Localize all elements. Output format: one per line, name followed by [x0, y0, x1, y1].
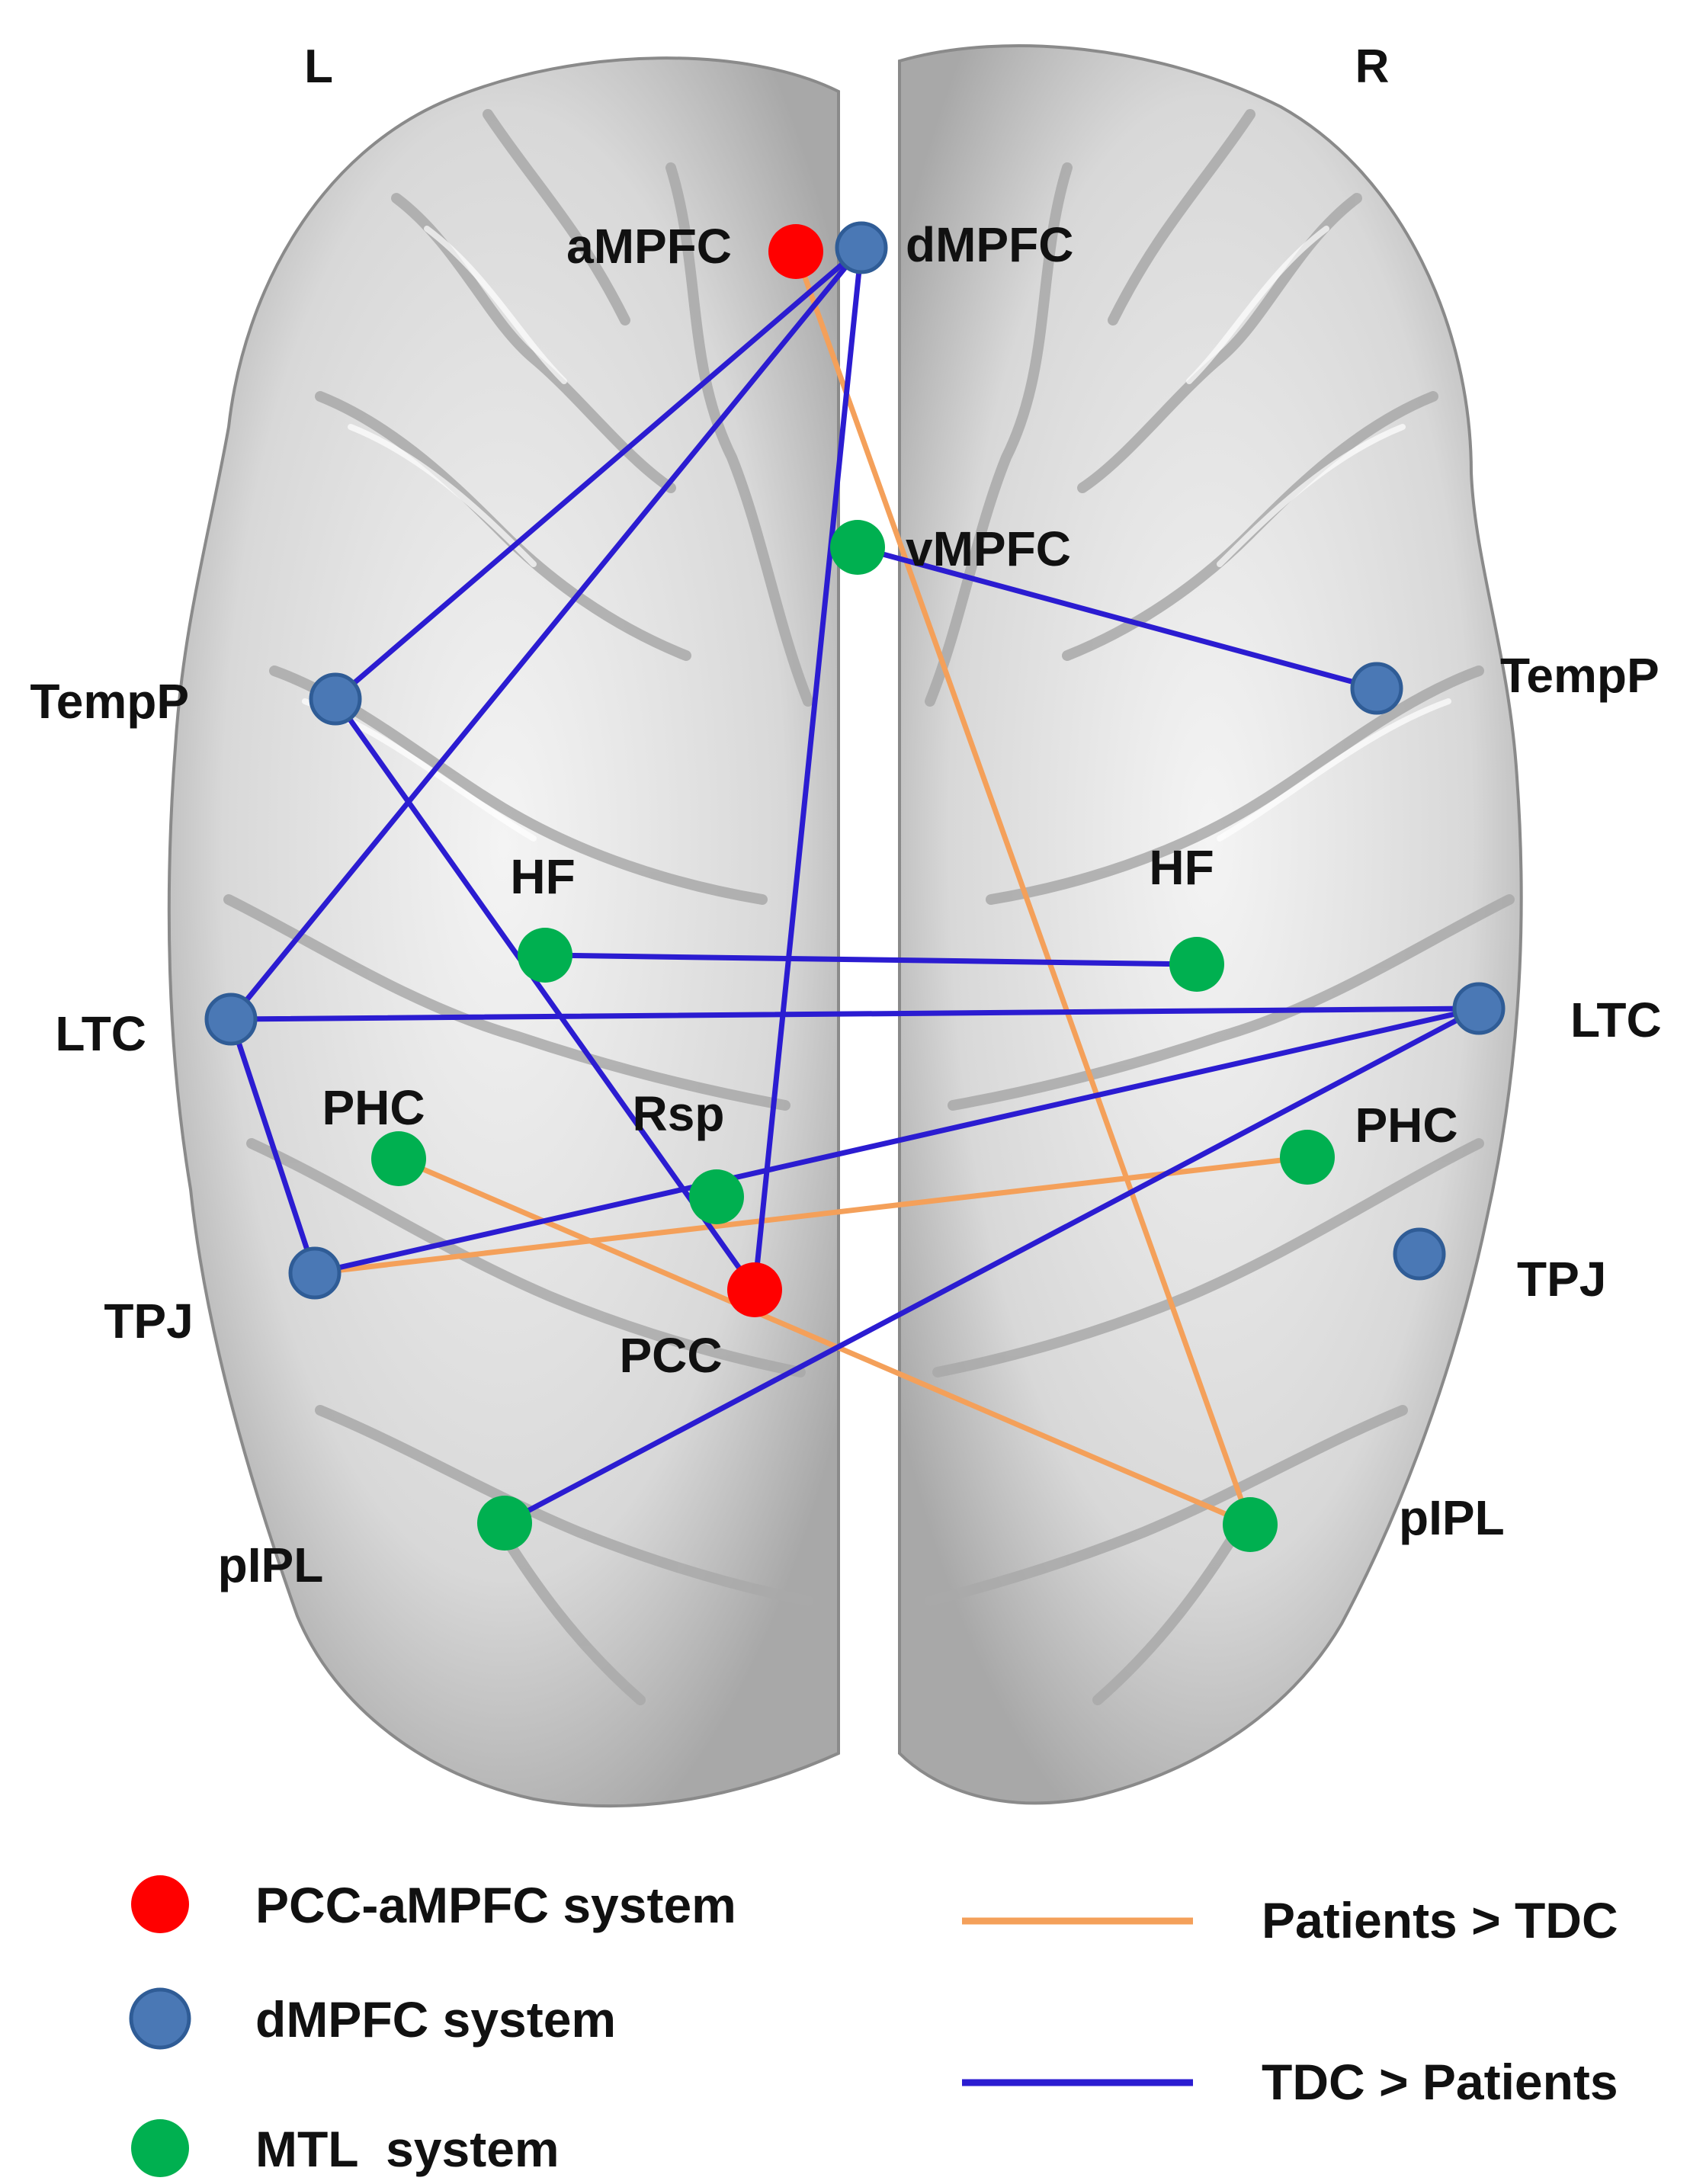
node-TPJ_L: [288, 1246, 342, 1300]
node-label-dMPFC: dMPFC: [906, 217, 1073, 272]
node-LTC_R: [1452, 982, 1506, 1035]
legend-dmpfc-system-label: dMPFC system: [255, 1991, 616, 2048]
edge-TPJ_L-PHC_R: [312, 1154, 1310, 1276]
edge-dMPFC-TempP_L: [332, 245, 864, 702]
node-pIPL_L: [477, 1496, 532, 1551]
node-label-TPJ_R: TPJ: [1517, 1252, 1606, 1307]
node-label-LTC_L: LTC: [55, 1006, 146, 1061]
legend-mtl-system-icon: [131, 2119, 189, 2177]
node-label-TPJ_L: TPJ: [104, 1294, 193, 1349]
edge-aMPFC-pIPL_R: [793, 249, 1253, 1528]
node-LTC_L: [204, 993, 258, 1046]
brain-illustration: [167, 44, 1523, 1808]
node-label-LTC_R: LTC: [1570, 993, 1662, 1047]
node-label-vMPFC: vMPFC: [906, 521, 1071, 576]
node-label-HF_R: HF: [1149, 840, 1214, 895]
gyri-pattern: [223, 109, 1515, 1705]
edge-pIPL_L-LTC_R: [502, 1005, 1482, 1526]
left-hemisphere-label: L: [304, 40, 333, 93]
connection-lines: [228, 245, 1482, 1528]
edge-LTC_L-LTC_R: [228, 1005, 1482, 1022]
node-vMPFC: [830, 520, 885, 575]
node-pIPL_R: [1223, 1497, 1278, 1552]
node-label-TempP_R: TempP: [1500, 648, 1660, 703]
edge-dMPFC-LTC_L: [228, 245, 864, 1022]
legend-pcc-system-label: PCC-aMPFC system: [255, 1877, 736, 1933]
edge-dMPFC-PCC: [752, 245, 864, 1293]
node-dMPFC: [835, 221, 888, 274]
node-Rsp: [689, 1169, 744, 1224]
node-TempP_L: [309, 672, 362, 726]
edge-vMPFC-TempP_R: [855, 544, 1380, 691]
edge-HF_L-HF_R: [542, 952, 1200, 967]
node-labels: aMPFC dMPFC vMPFC TempP TempP HF HF LTC LTC PHC PH…: [30, 217, 1661, 1592]
node-TempP_R: [1350, 662, 1403, 715]
node-TPJ_R: [1393, 1227, 1446, 1281]
node-aMPFC: [768, 224, 823, 279]
legend-patients-gt-tdc-label: Patients > TDC: [1262, 1892, 1618, 1948]
node-HF_L: [518, 928, 572, 983]
legend-pcc-system-icon: [131, 1875, 189, 1933]
legend-tdc-gt-patients-label: TDC > Patients: [1262, 2054, 1618, 2110]
network-nodes: [204, 221, 1506, 1552]
node-PHC_R: [1280, 1130, 1335, 1185]
node-label-pIPL_L: pIPL: [218, 1538, 324, 1592]
node-label-PCC: PCC: [619, 1328, 722, 1383]
node-label-HF_L: HF: [510, 849, 575, 904]
node-label-PHC_L: PHC: [322, 1080, 425, 1135]
edge-TPJ_L-LTC_R: [312, 1005, 1482, 1276]
right-hemisphere: [898, 44, 1523, 1805]
right-hemisphere-label: R: [1355, 40, 1390, 93]
legend: PCC-aMPFC system dMPFC system MTL system…: [129, 1875, 1618, 2177]
edge-LTC_L-TPJ_L: [228, 1016, 318, 1276]
node-label-aMPFC: aMPFC: [566, 219, 732, 274]
node-label-pIPL_R: pIPL: [1399, 1490, 1505, 1545]
node-label-Rsp: Rsp: [633, 1086, 725, 1141]
legend-mtl-system-label: MTL system: [255, 2121, 560, 2177]
node-label-PHC_R: PHC: [1355, 1098, 1458, 1153]
node-label-TempP_L: TempP: [30, 674, 189, 729]
node-HF_R: [1169, 937, 1224, 992]
node-PHC_L: [371, 1131, 426, 1186]
legend-dmpfc-system-icon: [129, 1987, 191, 2050]
node-PCC: [727, 1262, 782, 1317]
